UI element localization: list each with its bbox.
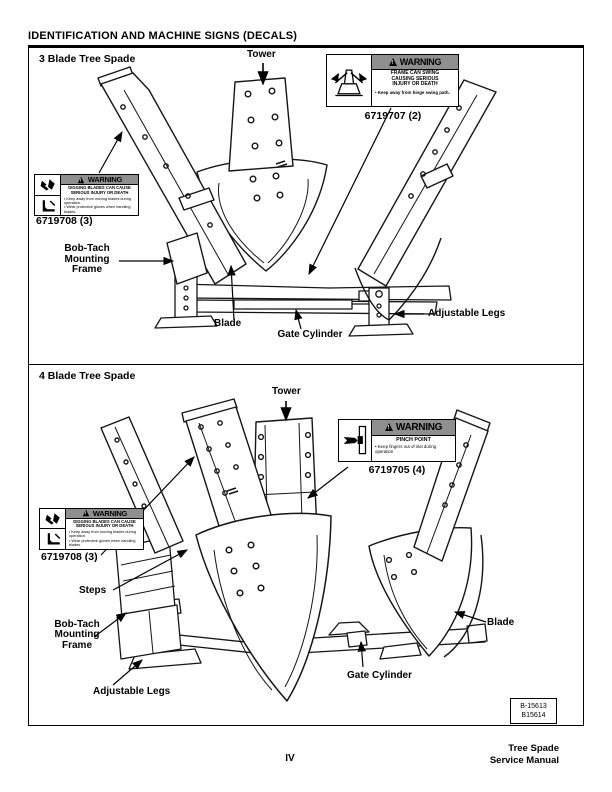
warning-triangle-icon (77, 176, 85, 183)
hand-blade-pictogram-icon (35, 175, 60, 195)
right-arm (413, 408, 491, 562)
label-blade: Blade (214, 318, 242, 329)
four-blade-tree-spade-illustration (93, 397, 491, 702)
warning-header: WARNING (372, 419, 455, 436)
panel1-title: 3 Blade Tree Spade (39, 53, 136, 65)
figure-ref-2: B15614 (521, 712, 546, 719)
foot-blade-pictogram-icon (40, 528, 65, 549)
part-number-6719708: 6719708 (3) (41, 550, 98, 563)
panel2-title: 4 Blade Tree Spade (39, 369, 136, 382)
three-blade-tree-spade-illustration (97, 63, 497, 337)
front-left-arm (181, 397, 276, 546)
pinch-point-pictogram-icon (339, 419, 372, 461)
base-frame (154, 275, 452, 337)
callout-arrows (98, 63, 424, 330)
warning-triangle-icon (388, 58, 397, 66)
label-bob-tach-mounting-frame: Bob-Tach Mounting Frame (64, 243, 110, 275)
decal-pinch-point: WARNING PINCH POINT • Keep fingers out o… (338, 418, 456, 462)
right-arm (354, 79, 497, 321)
frame-swing-pictogram-icon (327, 55, 372, 106)
document-title: Tree Spade Service Manual (489, 743, 559, 766)
figure-reference-box: B-15613 B15614 (510, 698, 557, 724)
decal-digging-blades: WARNING DIGGING BLADES CAN CAUSE SERIOUS… (34, 174, 139, 216)
figure-ref-1: B-15613 (520, 703, 547, 710)
center-tower-and-blade (196, 77, 328, 272)
steps-and-bobtach-frame (115, 535, 182, 660)
part-number-6719708: 6719708 (3) (36, 215, 93, 227)
foot-blade-pictogram-icon (35, 194, 60, 216)
label-steps: Steps (79, 584, 107, 596)
label-tower: Tower (247, 49, 276, 60)
label-blade: Blade (487, 616, 515, 628)
label-tower: Tower (272, 385, 301, 397)
left-arm (97, 66, 247, 285)
part-number-6719707: 6719707 (2) (364, 110, 422, 122)
warning-header: WARNING (61, 175, 138, 186)
warning-triangle-icon (82, 509, 90, 517)
label-gate-cylinder: Gate Cylinder (346, 669, 413, 681)
label-gate-cylinder: Gate Cylinder (277, 329, 343, 340)
panel-3-blade: 3 Blade Tree Spade Tower Bob-Tach Mounti… (28, 47, 584, 365)
warning-header: WARNING (66, 508, 143, 519)
panel-4-blade: 4 Blade Tree Spade Tower Steps Bob-Tach … (28, 363, 584, 726)
decal-digging-blades: WARNING DIGGING BLADES CAN CAUSE SERIOUS… (39, 507, 144, 550)
hand-blade-pictogram-icon (40, 509, 65, 529)
label-bob-tach-mounting-frame: Bob-Tach Mounting Frame (54, 618, 100, 651)
center-front-blade (195, 512, 332, 702)
label-adjustable-legs: Adjustable Legs (93, 685, 171, 697)
warning-triangle-icon (384, 423, 393, 431)
label-adjustable-legs: Adjustable Legs (428, 308, 506, 319)
part-number-6719705: 6719705 (4) (368, 463, 426, 476)
warning-header: WARNING (372, 55, 458, 70)
callout-arrows (93, 400, 487, 685)
page-number: IV (285, 753, 295, 764)
page-title: IDENTIFICATION AND MACHINE SIGNS (DECALS… (28, 30, 584, 47)
decal-frame-swing: WARNING FRAME CAN SWING CAUSING SERIOUS … (326, 54, 459, 107)
